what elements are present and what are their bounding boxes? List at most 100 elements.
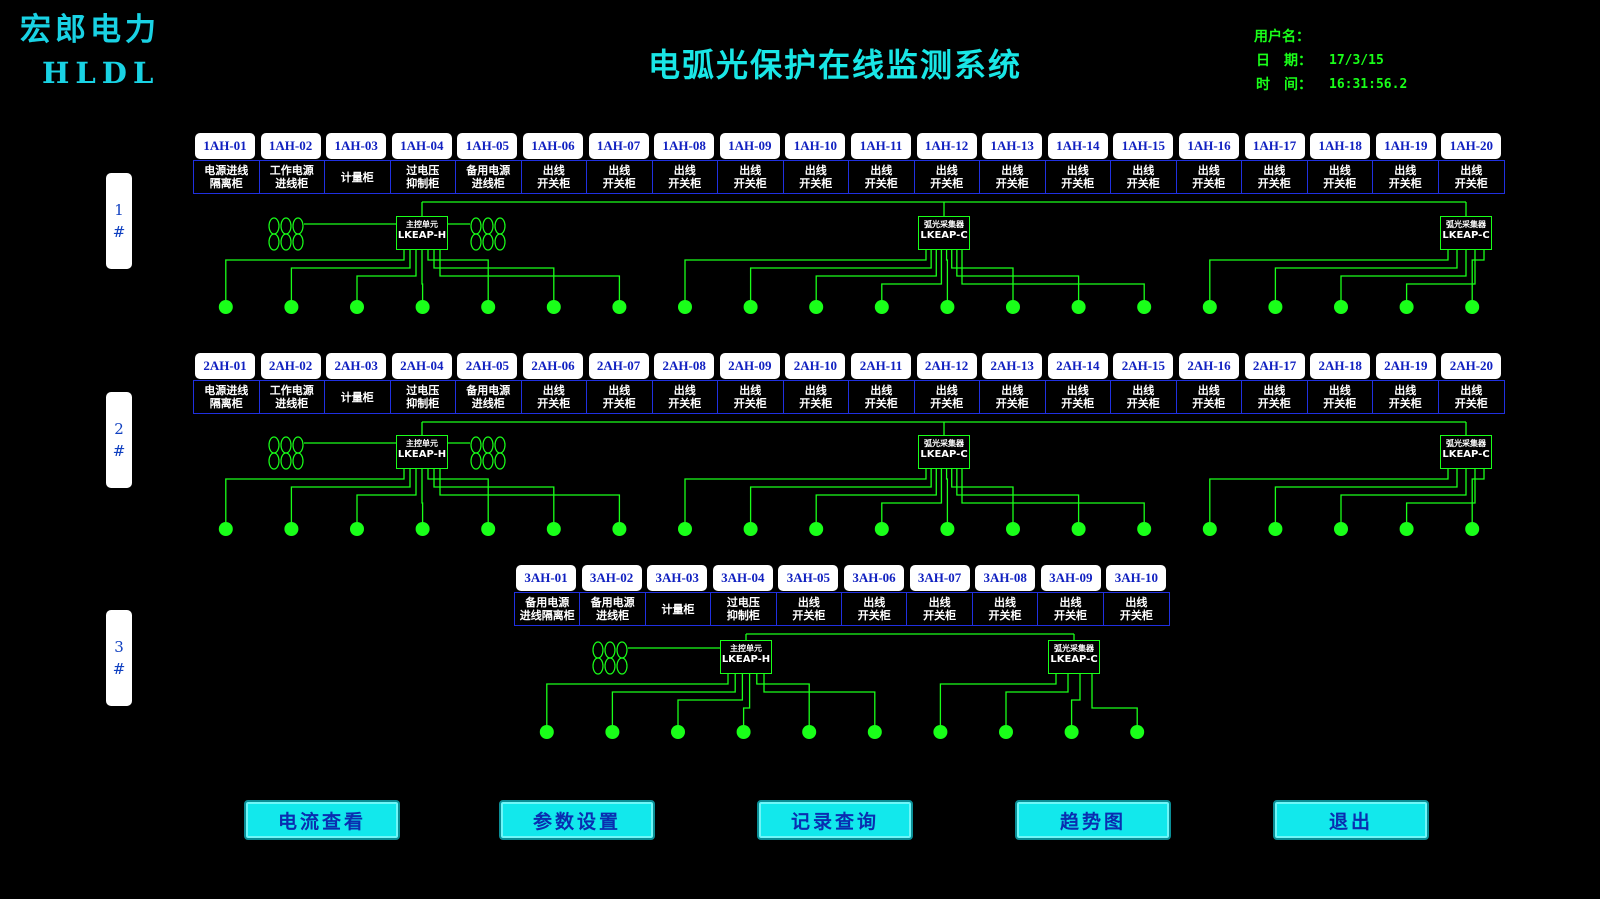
cabinet-id-box[interactable]: 1AH-04 (391, 133, 452, 159)
cabinet-id-box[interactable]: 1AH-10 (785, 133, 846, 159)
arc-sensor-indicator[interactable] (1064, 725, 1079, 739)
cabinet-id-box[interactable]: 1AH-19 (1375, 133, 1436, 159)
cabinet-id-box[interactable]: 1AH-15 (1113, 133, 1174, 159)
cabinet-id-box[interactable]: 3AH-07 (909, 565, 970, 591)
cabinet-id-box[interactable]: 2AH-03 (326, 353, 387, 379)
arc-sensor-indicator[interactable] (415, 522, 430, 536)
arc-sensor-indicator[interactable] (678, 522, 692, 536)
arc-sensor-indicator[interactable] (809, 522, 824, 536)
arc-sensor-indicator[interactable] (481, 300, 496, 314)
arc-sensor-indicator[interactable] (1006, 300, 1020, 314)
arc-sensor-indicator[interactable] (678, 300, 692, 314)
cabinet-id-box[interactable]: 2AH-05 (457, 353, 518, 379)
arc-sensor-indicator[interactable] (1465, 522, 1480, 536)
cabinet-id-box[interactable]: 1AH-12 (916, 133, 977, 159)
arc-sensor-indicator[interactable] (350, 300, 364, 314)
row-label-1[interactable]: 1 # (106, 173, 132, 269)
arc-sensor-indicator[interactable] (284, 522, 299, 536)
trend-chart-button[interactable]: 趋势图 (1015, 800, 1171, 840)
arc-sensor-indicator[interactable] (940, 300, 955, 314)
cabinet-id-box[interactable]: 2AH-01 (195, 353, 255, 379)
cabinet-id-box[interactable]: 1AH-05 (457, 133, 518, 159)
arc-sensor-indicator[interactable] (874, 300, 889, 314)
arc-sensor-indicator[interactable] (1399, 522, 1414, 536)
cabinet-id-box[interactable]: 2AH-02 (260, 353, 321, 379)
arc-sensor-indicator[interactable] (1202, 300, 1217, 314)
parameter-settings-button[interactable]: 参数设置 (499, 800, 655, 840)
arc-sensor-indicator[interactable] (1399, 300, 1414, 314)
arc-sensor-indicator[interactable] (605, 725, 620, 739)
cabinet-id-box[interactable]: 1AH-01 (195, 133, 255, 159)
current-view-button[interactable]: 电流查看 (244, 800, 400, 840)
arc-sensor-indicator[interactable] (1334, 300, 1348, 314)
cabinet-id-box[interactable]: 1AH-06 (523, 133, 583, 159)
cabinet-id-box[interactable]: 3AH-01 (516, 565, 576, 591)
row-label-2[interactable]: 2 # (106, 392, 132, 488)
cabinet-id-box[interactable]: 2AH-17 (1244, 353, 1305, 379)
cabinet-id-box[interactable]: 2AH-13 (982, 353, 1043, 379)
cabinet-id-box[interactable]: 3AH-09 (1040, 565, 1101, 591)
cabinet-id-box[interactable]: 1AH-08 (654, 133, 715, 159)
arc-sensor-indicator[interactable] (539, 725, 554, 739)
cabinet-id-box[interactable]: 2AH-07 (588, 353, 649, 379)
cabinet-id-box[interactable]: 3AH-02 (581, 565, 642, 591)
arc-sensor-indicator[interactable] (1137, 300, 1152, 314)
cabinet-id-box[interactable]: 2AH-19 (1375, 353, 1436, 379)
arc-sensor-indicator[interactable] (743, 300, 758, 314)
arc-sensor-indicator[interactable] (218, 522, 233, 536)
arc-sensor-indicator[interactable] (809, 300, 824, 314)
arc-sensor-indicator[interactable] (350, 522, 364, 536)
arc-sensor-indicator[interactable] (481, 522, 496, 536)
arc-sensor-indicator[interactable] (1006, 522, 1020, 536)
record-query-button[interactable]: 记录查询 (757, 800, 913, 840)
arc-sensor-indicator[interactable] (736, 725, 751, 739)
cabinet-id-box[interactable]: 2AH-08 (654, 353, 715, 379)
arc-sensor-indicator[interactable] (867, 725, 882, 739)
cabinet-id-box[interactable]: 2AH-10 (785, 353, 846, 379)
arc-sensor-indicator[interactable] (415, 300, 430, 314)
cabinet-id-box[interactable]: 2AH-09 (719, 353, 780, 379)
arc-sensor-indicator[interactable] (1130, 725, 1145, 739)
arc-sensor-indicator[interactable] (1137, 522, 1152, 536)
cabinet-id-box[interactable]: 3AH-08 (975, 565, 1036, 591)
cabinet-id-box[interactable]: 2AH-06 (523, 353, 583, 379)
arc-sensor-indicator[interactable] (802, 725, 817, 739)
cabinet-id-box[interactable]: 2AH-12 (916, 353, 977, 379)
arc-sensor-indicator[interactable] (612, 300, 627, 314)
arc-sensor-indicator[interactable] (874, 522, 889, 536)
exit-button[interactable]: 退出 (1273, 800, 1429, 840)
cabinet-id-box[interactable]: 2AH-14 (1047, 353, 1108, 379)
cabinet-id-box[interactable]: 1AH-03 (326, 133, 387, 159)
cabinet-id-box[interactable]: 1AH-17 (1244, 133, 1305, 159)
cabinet-id-box[interactable]: 3AH-06 (844, 565, 904, 591)
cabinet-id-box[interactable]: 1AH-16 (1179, 133, 1239, 159)
arc-sensor-indicator[interactable] (1268, 300, 1283, 314)
cabinet-id-box[interactable]: 1AH-02 (260, 133, 321, 159)
cabinet-id-box[interactable]: 2AH-04 (391, 353, 452, 379)
cabinet-id-box[interactable]: 3AH-10 (1106, 565, 1167, 591)
cabinet-id-box[interactable]: 2AH-20 (1441, 353, 1502, 379)
arc-sensor-indicator[interactable] (1071, 522, 1086, 536)
cabinet-id-box[interactable]: 2AH-11 (851, 353, 911, 379)
cabinet-id-box[interactable]: 1AH-09 (719, 133, 780, 159)
arc-sensor-indicator[interactable] (546, 522, 561, 536)
arc-sensor-indicator[interactable] (284, 300, 299, 314)
arc-sensor-indicator[interactable] (612, 522, 627, 536)
cabinet-id-box[interactable]: 1AH-13 (982, 133, 1043, 159)
cabinet-id-box[interactable]: 1AH-07 (588, 133, 649, 159)
arc-sensor-indicator[interactable] (1268, 522, 1283, 536)
arc-sensor-indicator[interactable] (743, 522, 758, 536)
arc-sensor-indicator[interactable] (940, 522, 955, 536)
cabinet-id-box[interactable]: 2AH-15 (1113, 353, 1174, 379)
cabinet-id-box[interactable]: 3AH-03 (647, 565, 708, 591)
arc-sensor-indicator[interactable] (1071, 300, 1086, 314)
arc-sensor-indicator[interactable] (1465, 300, 1480, 314)
arc-sensor-indicator[interactable] (933, 725, 948, 739)
cabinet-id-box[interactable]: 1AH-14 (1047, 133, 1108, 159)
